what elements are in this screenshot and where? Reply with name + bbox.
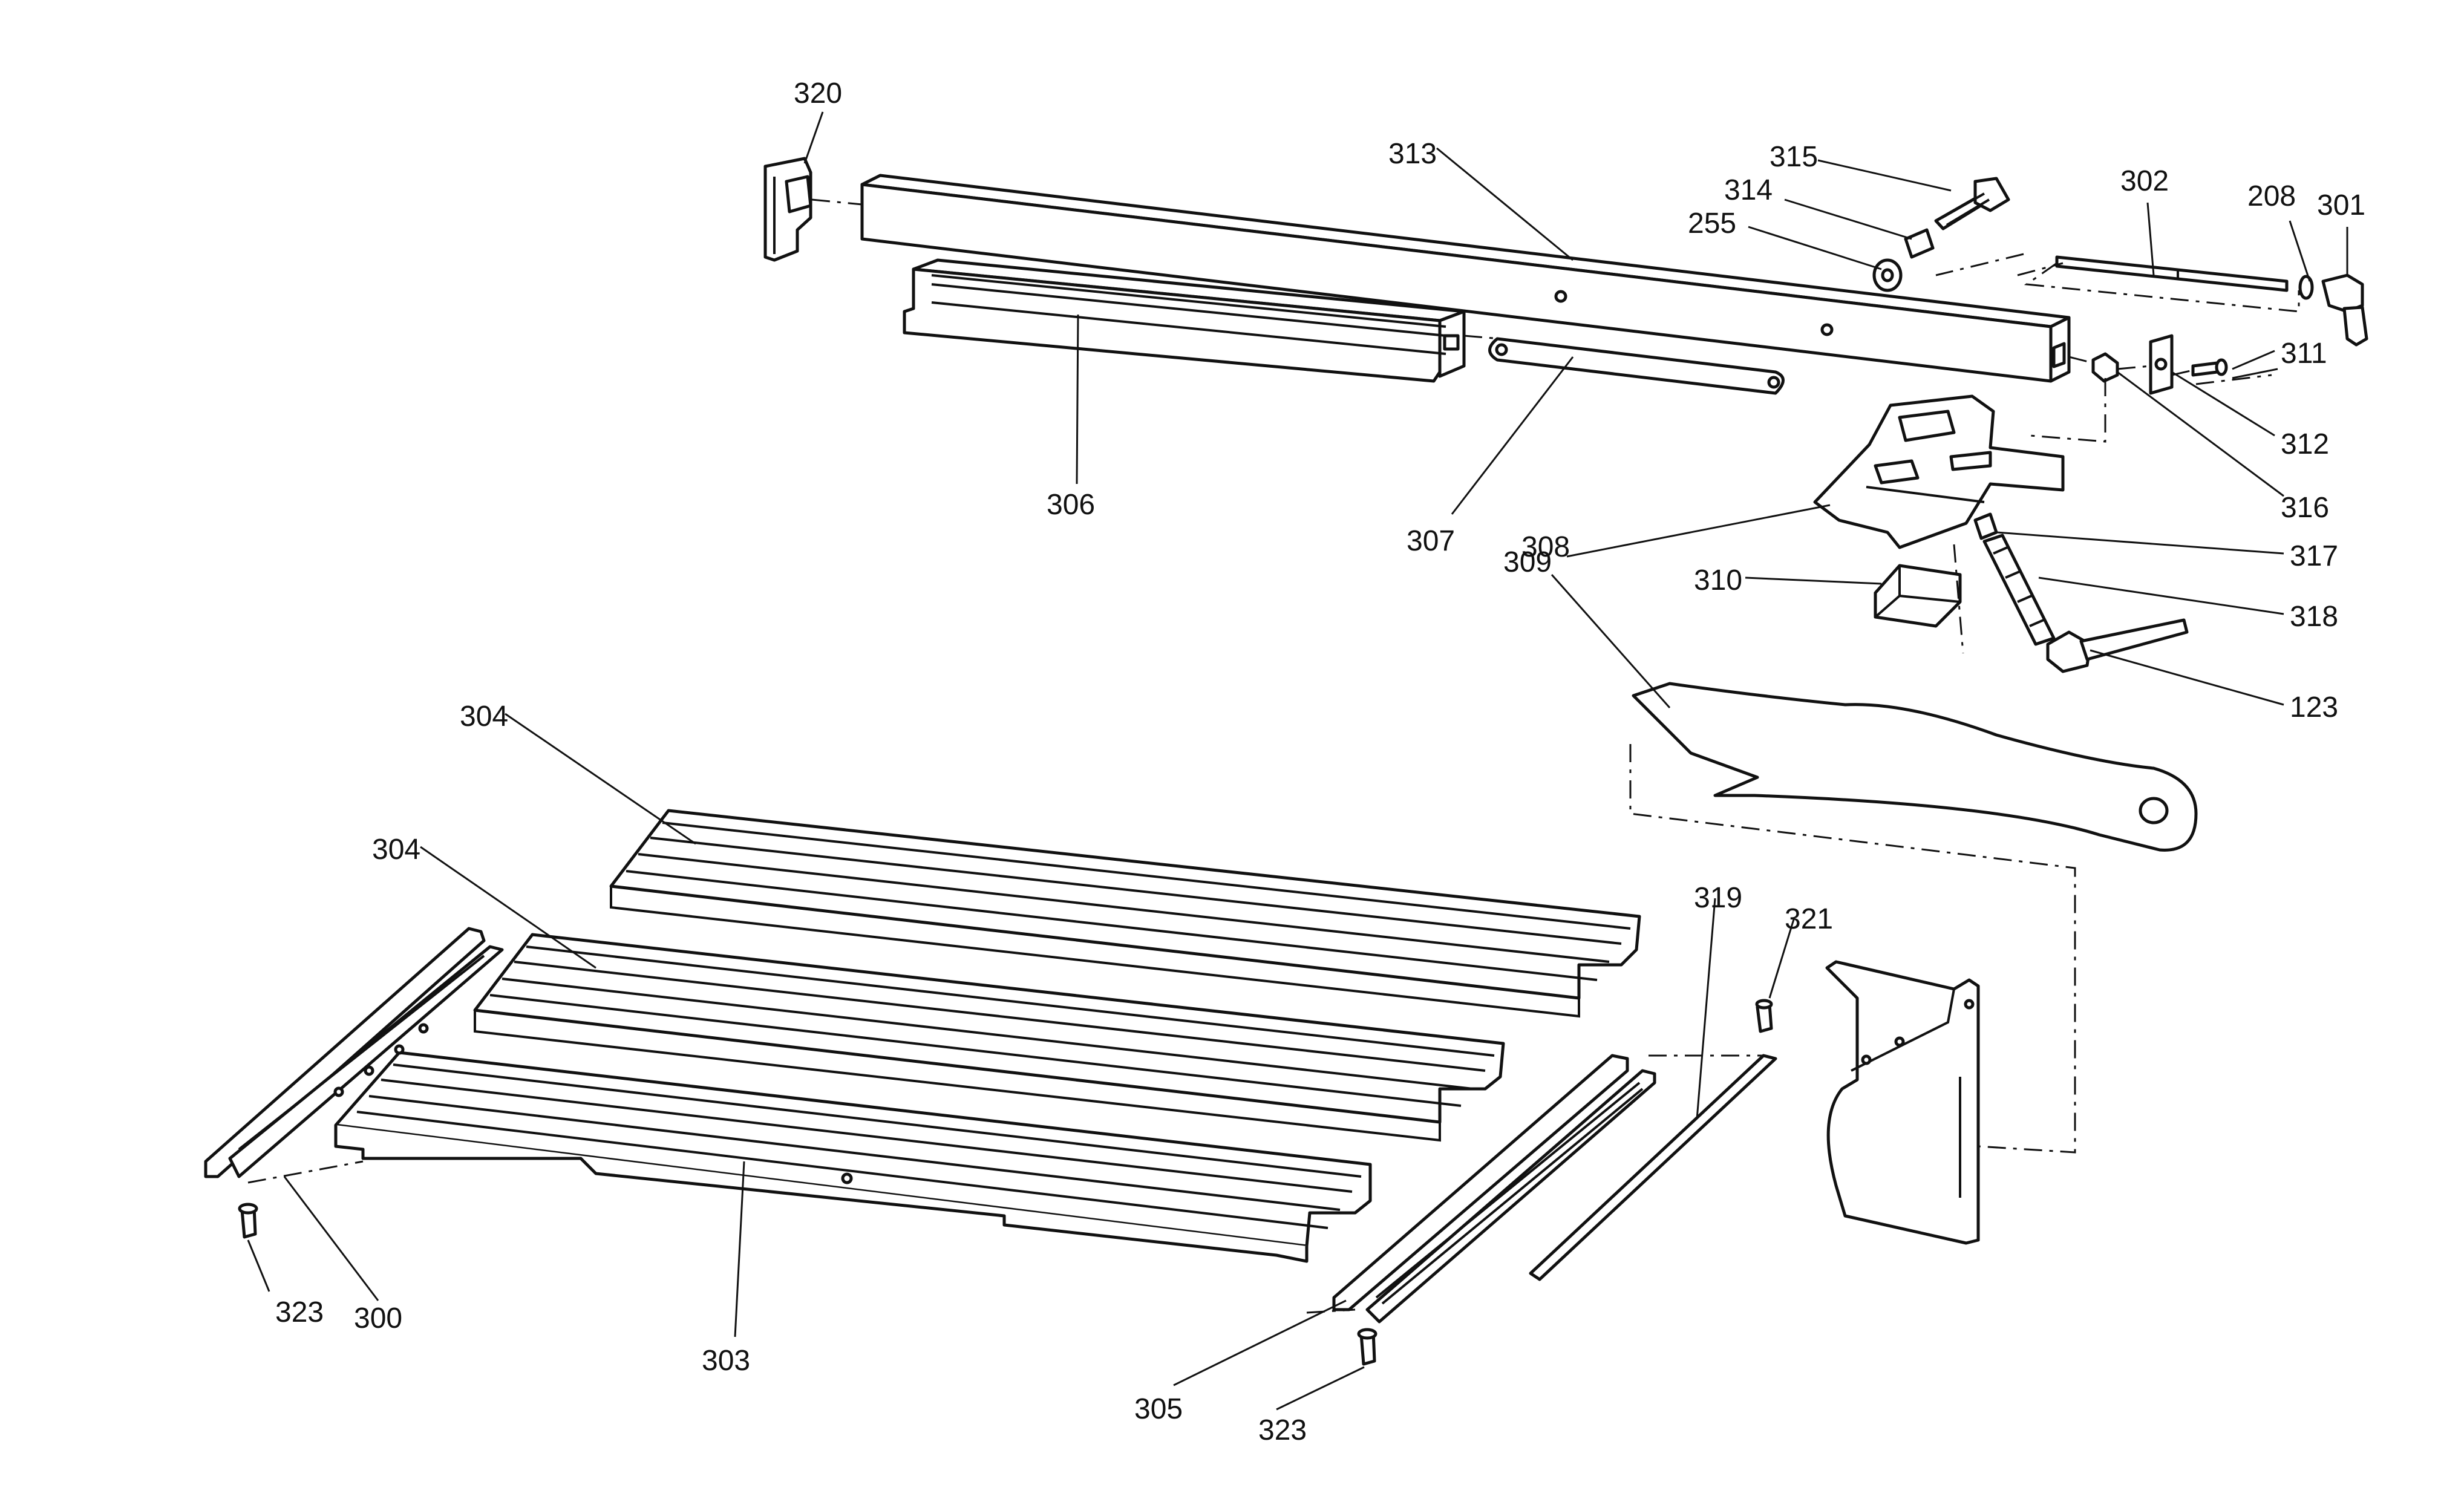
part-320-end-cap xyxy=(763,157,812,262)
part-316-block xyxy=(2091,352,2119,383)
part-321-screw xyxy=(1755,999,1773,1033)
part-315-bolt xyxy=(1934,177,2010,230)
assembly-lines xyxy=(247,198,2300,1314)
part-311-screw xyxy=(2191,358,2228,377)
callout-303: 303 xyxy=(702,1345,750,1377)
callout-309: 309 xyxy=(1503,546,1552,578)
part-303-table-lower xyxy=(334,1051,1372,1263)
part-309-bracket xyxy=(1813,394,2065,549)
callout-321: 321 xyxy=(1785,903,1833,935)
callout-312: 312 xyxy=(2281,428,2329,460)
part-313-square-tube xyxy=(860,174,2071,383)
callout-208: 208 xyxy=(2247,180,2296,212)
part-300-side-rail xyxy=(204,927,504,1178)
callout-315: 315 xyxy=(1770,141,1818,173)
part-323-screw-left xyxy=(238,1203,258,1239)
part-302-threaded-rod xyxy=(2055,255,2289,292)
part-307-flat-bar xyxy=(1488,337,1785,395)
callout-302: 302 xyxy=(2120,165,2169,197)
part-304-table-middle xyxy=(473,933,1505,1142)
part-306-extrusion xyxy=(903,258,1466,383)
callout-255: 255 xyxy=(1688,207,1736,240)
callout-123: 123 xyxy=(2290,691,2338,723)
part-208-nut xyxy=(2298,275,2314,300)
leader-lines xyxy=(247,111,2348,1411)
part-304-table-upper xyxy=(609,809,1641,1018)
callout-307: 307 xyxy=(1407,525,1455,557)
part-bracket-plate xyxy=(1825,960,1980,1245)
part-319-strip xyxy=(1529,1054,1777,1281)
callout-318: 318 xyxy=(2290,601,2338,633)
part-255-washer xyxy=(1872,258,1903,292)
part-301-lever xyxy=(2321,273,2368,347)
callout-308: 308 xyxy=(1521,531,1570,563)
callout-319: 319 xyxy=(1694,882,1742,914)
callout-316: 316 xyxy=(2281,492,2329,524)
part-312-plate xyxy=(2149,334,2174,395)
callout-301: 301 xyxy=(2317,189,2365,221)
part-318-threaded-stud xyxy=(1982,534,2056,646)
callout-320: 320 xyxy=(794,77,842,109)
part-317-screw xyxy=(1973,512,1998,540)
callout-311: 311 xyxy=(2281,338,2327,370)
part-310-block xyxy=(1874,564,1962,628)
part-323-screw-right xyxy=(1357,1328,1377,1366)
callout-304-middle: 304 xyxy=(372,834,420,866)
part-123-clamp-handle xyxy=(2046,618,2189,673)
part-305-side-rail xyxy=(1332,1054,1656,1324)
callout-323-right: 323 xyxy=(1258,1414,1307,1446)
callout-306: 306 xyxy=(1047,489,1095,521)
callout-313: 313 xyxy=(1388,138,1437,170)
callout-300: 300 xyxy=(354,1302,402,1334)
part-308-arm xyxy=(1632,682,2198,852)
part-314-sleeve xyxy=(1904,228,1935,259)
callout-317: 317 xyxy=(2290,540,2338,572)
callout-314: 314 xyxy=(1724,174,1773,206)
callout-323-left: 323 xyxy=(275,1296,324,1328)
callout-304-upper: 304 xyxy=(460,700,508,733)
callout-310: 310 xyxy=(1694,564,1742,596)
callout-labels: 320 313 315 314 255 302 208 301 311 312 … xyxy=(275,77,2365,1446)
callout-305: 305 xyxy=(1134,1393,1183,1425)
